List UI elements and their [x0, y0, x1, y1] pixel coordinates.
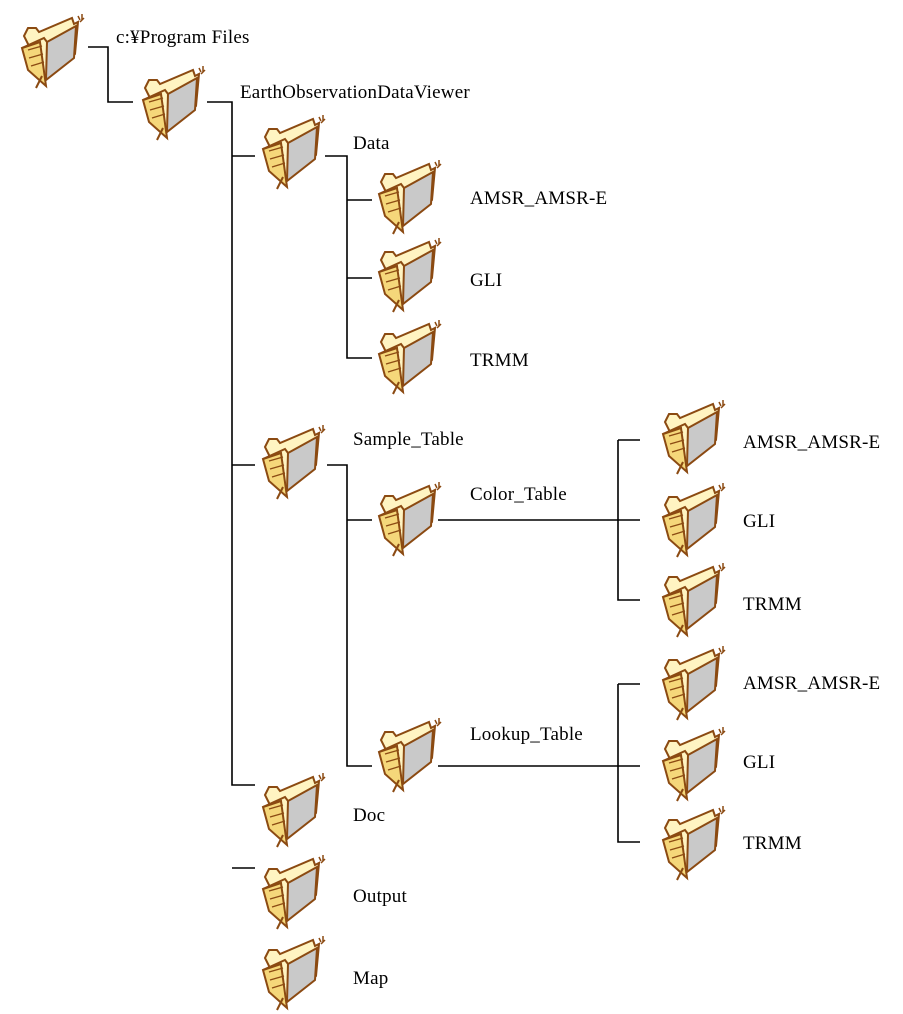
node-label-map[interactable]: Map [353, 968, 389, 989]
node-label-color-child-3[interactable]: TRMM [743, 594, 802, 615]
folder-icon[interactable] [655, 483, 727, 558]
node-label-data[interactable]: Data [353, 133, 390, 154]
folder-icon[interactable] [14, 14, 86, 89]
folder-icon[interactable] [255, 855, 327, 930]
node-label-color-child-2[interactable]: GLI [743, 511, 776, 532]
folder-icon[interactable] [655, 646, 727, 721]
folder-icon[interactable] [371, 718, 443, 793]
folder-icon[interactable] [371, 238, 443, 313]
node-label-root[interactable]: c:¥Program Files [116, 27, 250, 48]
folder-icon[interactable] [371, 482, 443, 557]
folder-icon[interactable] [655, 400, 727, 475]
node-label-data-child-3[interactable]: TRMM [470, 350, 529, 371]
folder-icon[interactable] [371, 160, 443, 235]
folder-icon[interactable] [255, 425, 327, 500]
node-label-lookup-child-2[interactable]: GLI [743, 752, 776, 773]
folder-icon[interactable] [255, 936, 327, 1011]
folder-icon[interactable] [135, 66, 207, 141]
folder-icon[interactable] [255, 115, 327, 190]
node-label-app[interactable]: EarthObservationDataViewer [240, 82, 470, 103]
folder-icon[interactable] [655, 806, 727, 881]
node-label-sample-table[interactable]: Sample_Table [353, 429, 464, 450]
node-label-lookup-child-3[interactable]: TRMM [743, 833, 802, 854]
node-label-lookup-table[interactable]: Lookup_Table [470, 724, 583, 745]
node-label-output[interactable]: Output [353, 886, 407, 907]
node-label-color-table[interactable]: Color_Table [470, 484, 567, 505]
node-label-doc[interactable]: Doc [353, 805, 386, 826]
folder-icon[interactable] [655, 563, 727, 638]
node-label-data-child-2[interactable]: GLI [470, 270, 503, 291]
folder-icon[interactable] [655, 727, 727, 802]
folder-icon[interactable] [371, 320, 443, 395]
folder-icon[interactable] [255, 773, 327, 848]
node-label-data-child-1[interactable]: AMSR_AMSR-E [470, 188, 608, 209]
node-label-lookup-child-1[interactable]: AMSR_AMSR-E [743, 673, 881, 694]
node-label-color-child-1[interactable]: AMSR_AMSR-E [743, 432, 881, 453]
